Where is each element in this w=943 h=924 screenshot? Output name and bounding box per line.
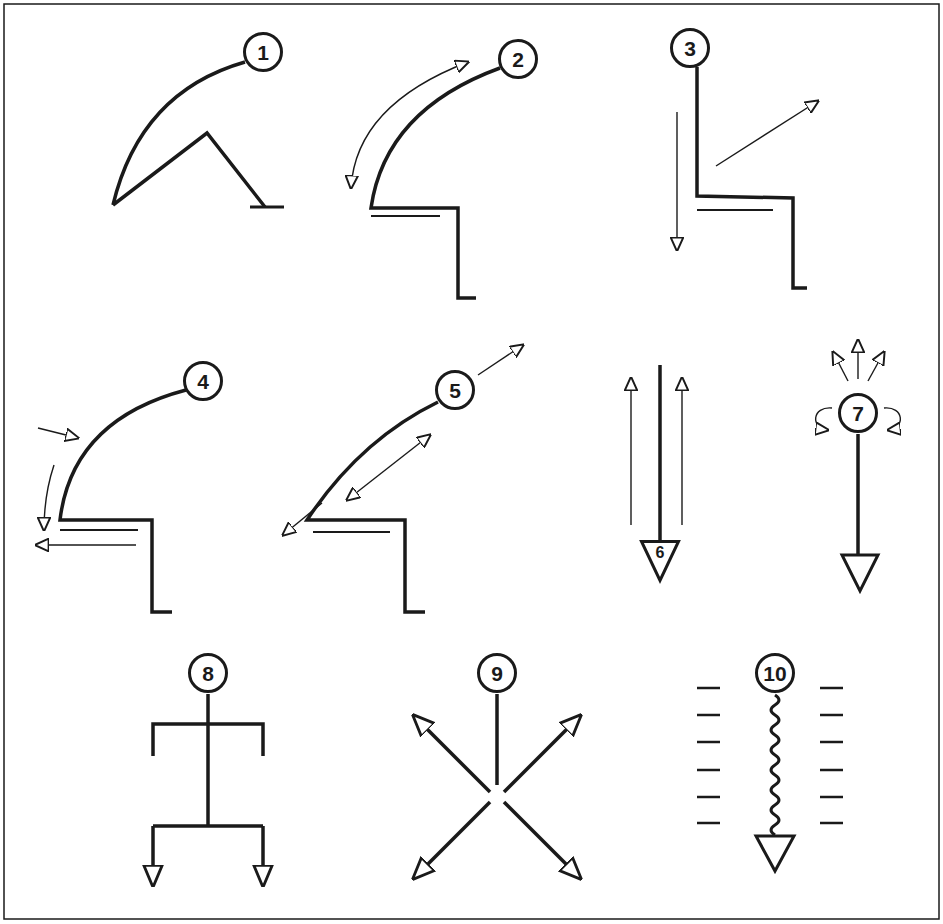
callout-number: 9 xyxy=(491,663,503,684)
number-circle: 8 xyxy=(188,653,228,693)
number-triangle: 6 xyxy=(640,540,680,582)
figure-head-lift xyxy=(816,340,901,591)
figure-diagonal-stretch xyxy=(414,694,580,878)
number-circle: 1 xyxy=(243,32,283,72)
figure-axial-line xyxy=(631,365,682,540)
callout-number: 2 xyxy=(512,49,524,70)
number-circle: 2 xyxy=(498,39,538,79)
callout-number: 7 xyxy=(852,403,864,424)
number-circle: 10 xyxy=(755,653,795,693)
figure-standing-frame xyxy=(153,694,263,885)
callout-number: 8 xyxy=(202,663,214,684)
number-circle: 7 xyxy=(838,393,878,433)
callout-number: 4 xyxy=(197,371,209,392)
frame xyxy=(4,4,939,919)
figure-wavy-spine xyxy=(697,688,843,871)
callout-number: 5 xyxy=(449,380,461,401)
figure-rounded-back xyxy=(36,390,186,612)
figure-forward-lean xyxy=(283,345,523,612)
callout-number: 1 xyxy=(257,42,269,63)
number-circle: 4 xyxy=(183,361,223,401)
number-circle: 5 xyxy=(435,370,475,410)
callout-number: 3 xyxy=(684,38,696,59)
number-circle: 9 xyxy=(477,653,517,693)
figure-upright-sitting xyxy=(677,67,818,288)
number-circle: 3 xyxy=(670,28,710,68)
figure-bent-over xyxy=(113,62,284,207)
callout-number: 10 xyxy=(763,663,786,684)
figure-slumped-sitting xyxy=(351,62,500,298)
callout-number: 6 xyxy=(656,545,665,561)
